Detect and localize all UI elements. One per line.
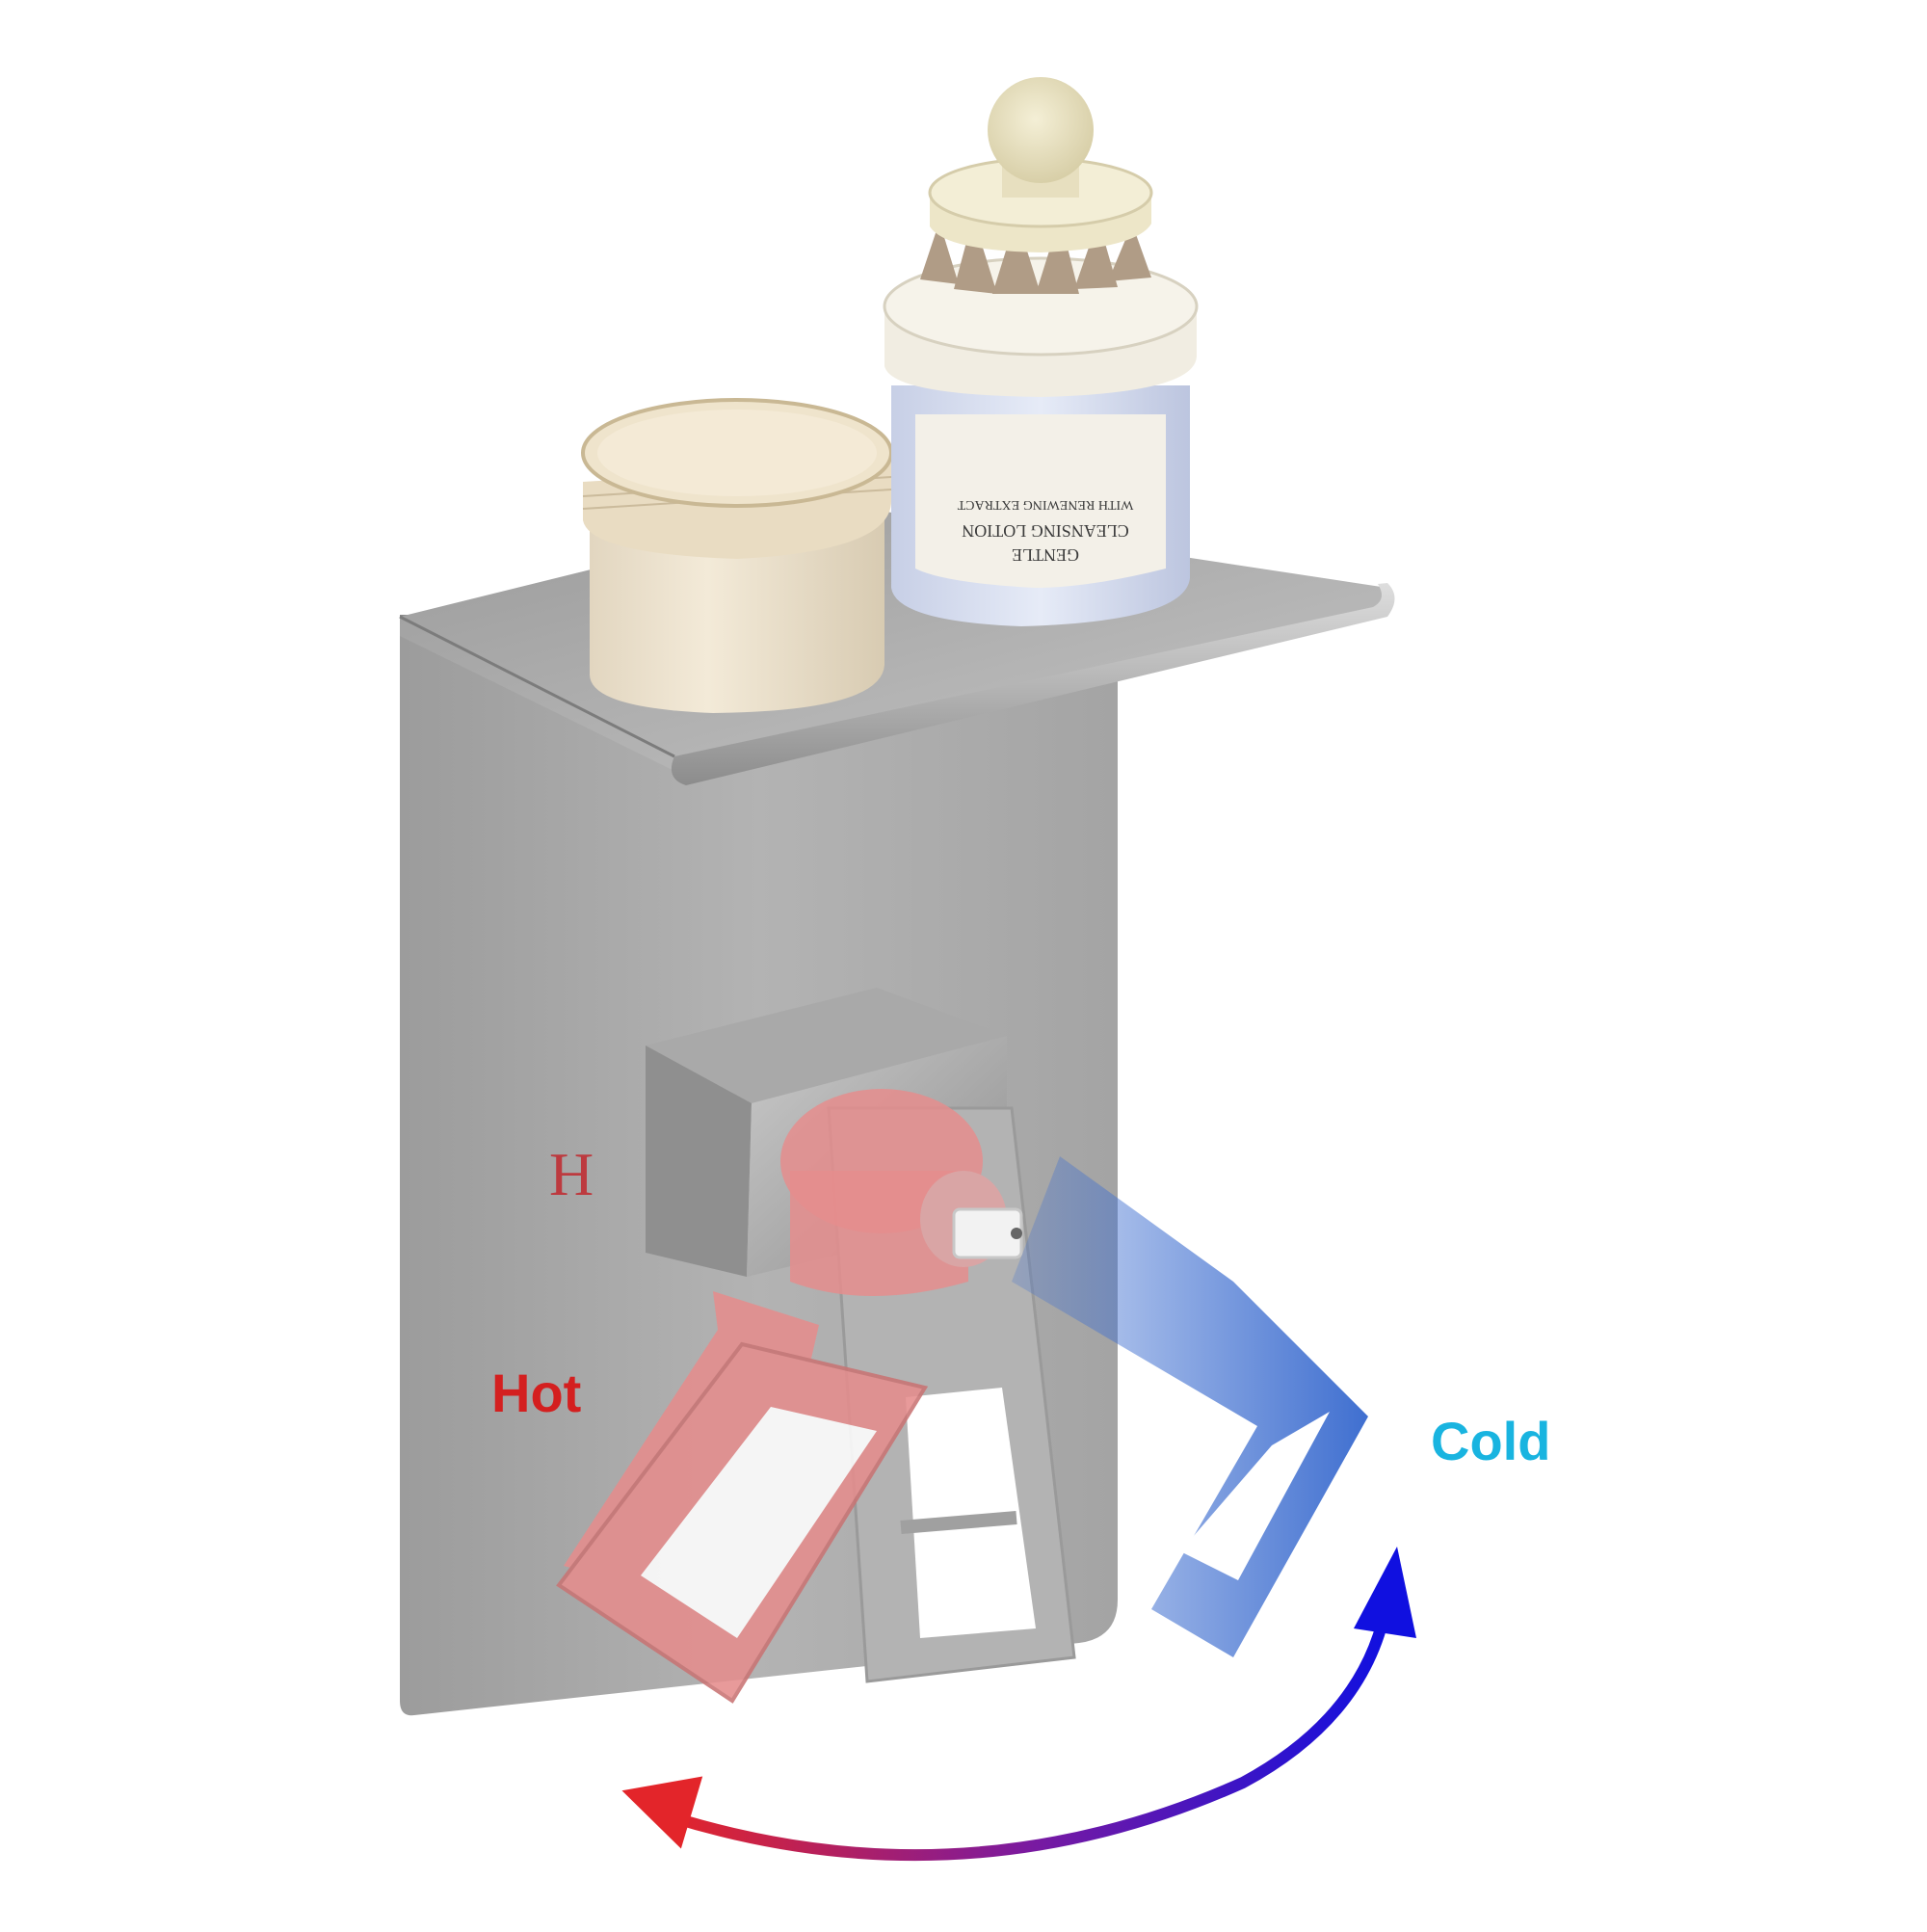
bottle-label: GENTLE CLEANSING LOTION WITH RENEWING EX… xyxy=(957,497,1133,565)
arrowhead-cold xyxy=(1354,1547,1416,1638)
handle-hot xyxy=(556,1291,929,1704)
hot-label: Hot xyxy=(491,1363,581,1423)
arrowhead-hot xyxy=(621,1776,703,1849)
lotion-bottle: GENTLE CLEANSING LOTION WITH RENEWING EX… xyxy=(883,77,1199,626)
cold-label: Cold xyxy=(1431,1411,1550,1471)
svg-text:WITH RENEWING EXTRACT: WITH RENEWING EXTRACT xyxy=(957,497,1133,512)
valve-cartridge xyxy=(780,1089,1023,1296)
cream-jar xyxy=(581,398,893,713)
svg-text:GENTLE: GENTLE xyxy=(1012,545,1079,565)
svg-text:CLEANSING LOTION: CLEANSING LOTION xyxy=(962,521,1128,541)
handle-cold xyxy=(1012,1156,1368,1657)
brush-bristles xyxy=(920,217,1151,294)
valve-letter-h: H xyxy=(549,1140,594,1208)
rotation-arrow-icon xyxy=(621,1547,1416,1862)
